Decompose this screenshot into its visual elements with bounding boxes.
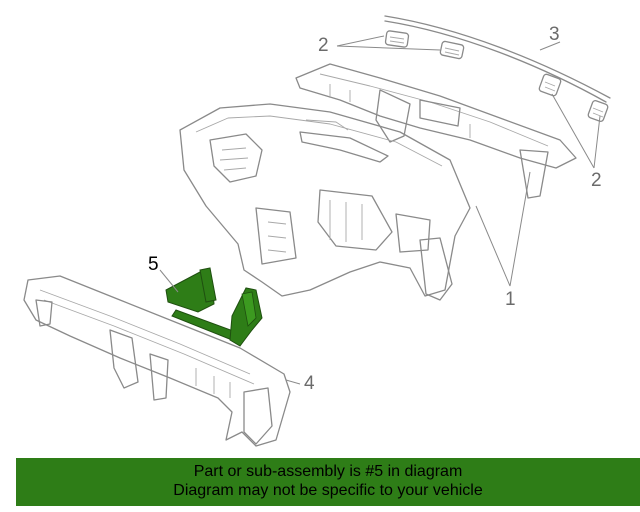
dash-panel-upper[interactable] xyxy=(295,63,577,199)
callout-1: 1 xyxy=(505,289,516,310)
callout-3: 3 xyxy=(549,24,560,45)
banner-line-2: Diagram may not be specific to your vehi… xyxy=(173,482,483,499)
callout-4: 4 xyxy=(304,373,315,394)
info-banner: Part or sub-assembly is #5 in diagram Di… xyxy=(16,458,640,506)
support-bracket-highlight[interactable] xyxy=(165,267,263,347)
instrument-panel-main[interactable] xyxy=(179,103,471,301)
callout-2-left: 2 xyxy=(318,35,329,56)
windshield-trim-strip[interactable] xyxy=(384,15,611,103)
parts-diagram xyxy=(23,15,611,447)
vent-grille-right-2[interactable] xyxy=(587,100,609,122)
callout-2-right: 2 xyxy=(591,170,602,191)
callout-leaders xyxy=(159,35,601,385)
cross-car-beam[interactable] xyxy=(23,275,291,447)
vent-grille-left-1[interactable] xyxy=(384,30,410,48)
vent-grille-left-2[interactable] xyxy=(439,40,465,60)
vent-grille-right-1[interactable] xyxy=(538,73,562,97)
callout-5: 5 xyxy=(148,254,159,275)
banner-line-1: Part or sub-assembly is #5 in diagram xyxy=(193,463,463,480)
